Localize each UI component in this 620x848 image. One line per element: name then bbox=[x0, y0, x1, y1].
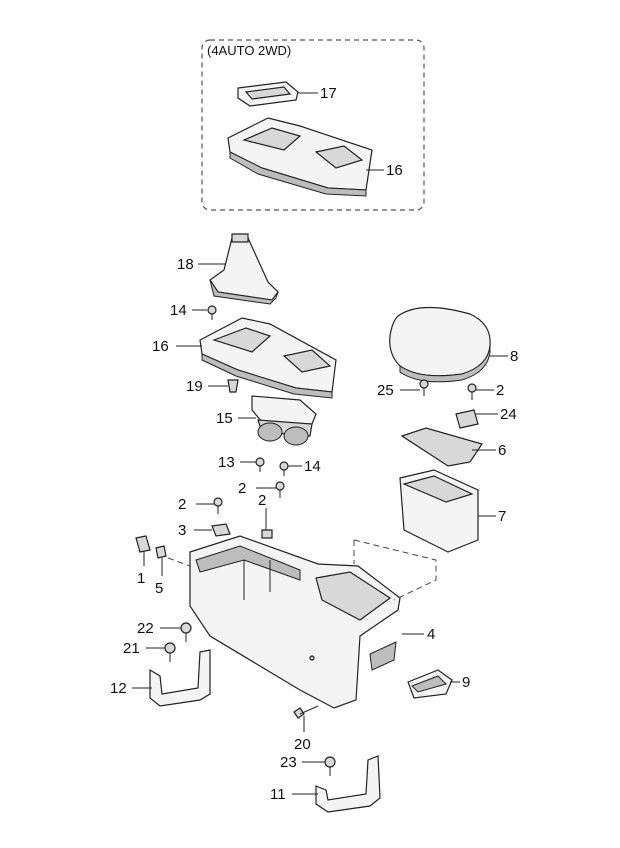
part-21-bolt bbox=[164, 642, 176, 662]
part-22-bolt bbox=[180, 622, 192, 642]
callout-17: 17 bbox=[320, 85, 337, 102]
callout-2c: 2 bbox=[238, 480, 246, 497]
part-7-storage-bin bbox=[399, 469, 479, 553]
part-2-screw-middle bbox=[275, 481, 285, 498]
callout-16a: 16 bbox=[386, 162, 403, 179]
callout-5: 5 bbox=[155, 580, 163, 597]
part-23-bolt bbox=[324, 756, 336, 776]
callout-19: 19 bbox=[186, 378, 203, 395]
callout-8: 8 bbox=[510, 348, 518, 365]
callout-22: 22 bbox=[137, 620, 154, 637]
part-15-cup-holder bbox=[251, 395, 317, 446]
part-2-screw-left bbox=[213, 497, 223, 514]
part-3-nut bbox=[211, 523, 231, 537]
part-25-pin bbox=[419, 379, 429, 396]
part-8-armrest-cushion bbox=[389, 306, 491, 383]
callout-12: 12 bbox=[110, 680, 127, 697]
part-16-upper-cover bbox=[199, 317, 337, 399]
callout-2d: 2 bbox=[496, 382, 504, 399]
callout-1: 1 bbox=[137, 570, 145, 587]
callout-2b: 2 bbox=[258, 492, 266, 509]
callout-9: 9 bbox=[462, 674, 470, 691]
callout-6: 6 bbox=[498, 442, 506, 459]
part-2-screw-armrest bbox=[467, 383, 477, 400]
callout-21: 21 bbox=[123, 640, 140, 657]
part-12-bracket bbox=[149, 649, 211, 707]
callout-13: 13 bbox=[218, 454, 235, 471]
callout-20: 20 bbox=[294, 736, 311, 753]
part-1-bracket bbox=[135, 535, 151, 566]
callout-23: 23 bbox=[280, 754, 297, 771]
part-20-screw bbox=[293, 705, 319, 719]
assembly-line-left bbox=[167, 557, 191, 567]
variant-label: (4AUTO 2WD) bbox=[207, 43, 291, 58]
part-14-screw-upper bbox=[207, 305, 217, 320]
variant-box: (4AUTO 2WD) 17 16 bbox=[201, 39, 425, 211]
callout-14b: 14 bbox=[304, 458, 321, 475]
part-11-bracket bbox=[315, 755, 381, 813]
part-4-console-body bbox=[189, 535, 401, 709]
callout-2a: 2 bbox=[178, 496, 186, 513]
part-9-ashtray bbox=[407, 669, 453, 699]
callout-11: 11 bbox=[270, 786, 286, 803]
callout-18: 18 bbox=[177, 256, 194, 273]
assembly-line-right bbox=[353, 539, 437, 601]
callout-7: 7 bbox=[498, 508, 506, 525]
callout-15: 15 bbox=[216, 410, 233, 427]
callout-24: 24 bbox=[500, 406, 517, 423]
callout-3: 3 bbox=[178, 522, 186, 539]
part-2-bolt-right bbox=[261, 508, 273, 539]
part-17-shift-bezel bbox=[237, 81, 299, 107]
callout-16b: 16 bbox=[152, 338, 169, 355]
part-5-clip bbox=[155, 545, 167, 576]
part-6-plate bbox=[400, 427, 483, 467]
part-24-hinge bbox=[455, 409, 479, 429]
part-19-clip bbox=[227, 379, 239, 393]
part-16-upper-cover-auto bbox=[227, 117, 373, 197]
part-18-shift-boot bbox=[209, 233, 279, 305]
callout-25: 25 bbox=[377, 382, 394, 399]
part-14-screw-lower bbox=[279, 461, 289, 476]
part-13-screw bbox=[255, 457, 265, 472]
callout-4: 4 bbox=[427, 626, 435, 643]
callout-14a: 14 bbox=[170, 302, 187, 319]
